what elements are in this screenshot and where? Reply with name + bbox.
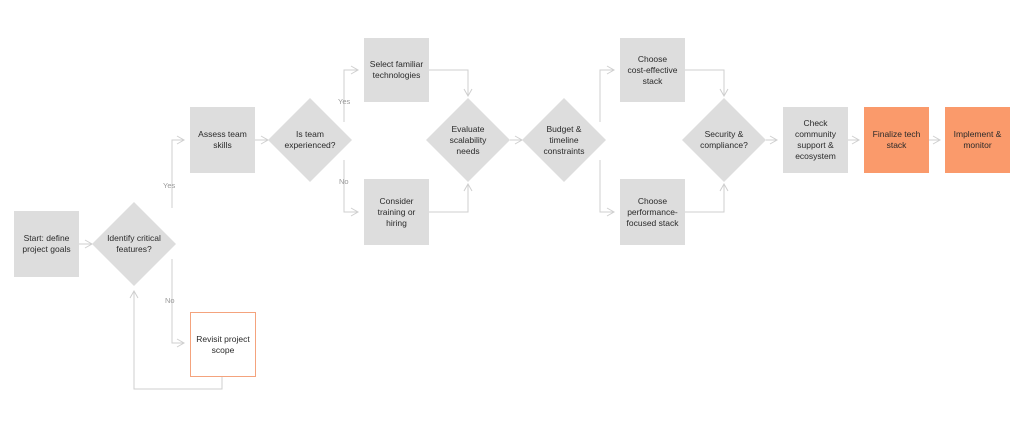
edge-familiar-scalability [429,69,473,98]
node-finalize [864,107,929,173]
edge-revisit-identify [129,289,223,390]
edge-identify-revisit [171,259,186,348]
edge-budget-cost [599,65,616,122]
experienced-no-label: No [339,177,349,186]
edge-budget-performance [599,160,616,217]
node-identify-decision [92,202,176,286]
edge-training-scalability [429,182,473,213]
edge-experienced-training [343,160,360,217]
node-familiar [364,38,429,102]
node-training [364,179,429,245]
node-performance [620,179,685,245]
node-budget-decision [522,98,606,182]
experienced-yes-label: Yes [338,97,351,106]
node-cost [620,38,685,102]
node-assess [190,107,255,173]
edge-experienced-familiar [343,65,360,122]
node-community [783,107,848,173]
node-start [14,211,79,277]
node-scalability-decision [426,98,510,182]
identify-no-label: No [165,296,175,305]
edge-cost-security [685,69,729,98]
node-revisit [190,312,256,377]
node-implement [945,107,1010,173]
node-experienced-decision [268,98,352,182]
identify-yes-label: Yes [163,181,176,190]
node-security-decision [682,98,766,182]
edge-identify-assess [171,135,186,208]
edge-performance-security [685,182,729,213]
